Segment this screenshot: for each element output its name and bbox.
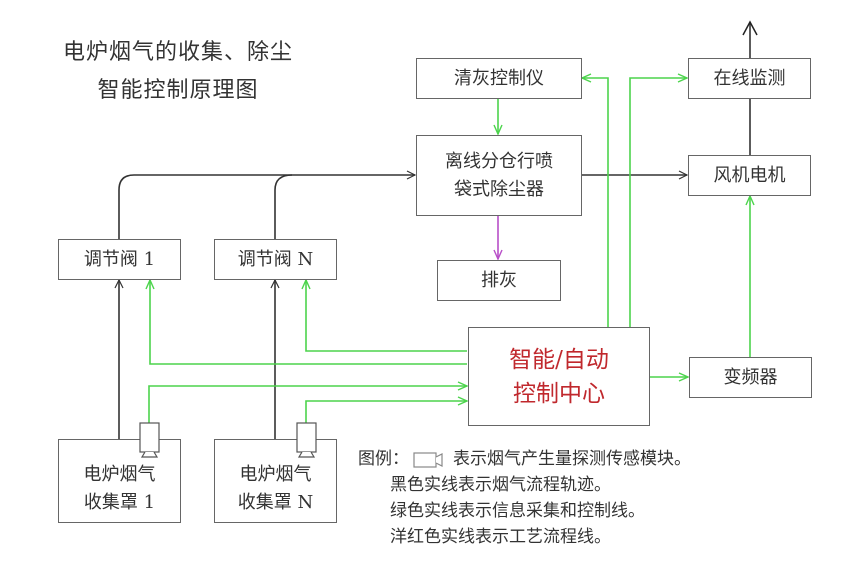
legend-label: 图例： bbox=[358, 449, 409, 469]
legend-row-sensor: 图例： 表示烟气产生量探测传感模块。 bbox=[358, 446, 691, 472]
hood-n-label-line-2: 收集罩 N bbox=[237, 492, 314, 513]
bag-filter-box: 离线分仓行喷 袋式除尘器 bbox=[416, 135, 582, 216]
fan-motor-box: 风机电机 bbox=[688, 155, 811, 196]
hood-1-box: 电炉烟气 收集罩 1 bbox=[58, 439, 181, 523]
valve-1-label: 调节阀 1 bbox=[83, 248, 156, 270]
valve-n-label: 调节阀 N bbox=[237, 248, 314, 270]
valve-n-box: 调节阀 N bbox=[214, 239, 337, 280]
line-center-to-cleaner bbox=[580, 73, 609, 327]
line-sensorn-to-center bbox=[305, 396, 469, 423]
hood-1-label-line-2: 收集罩 1 bbox=[83, 492, 156, 513]
bag-filter-label-line-1: 离线分仓行喷 bbox=[445, 150, 553, 172]
control-lines bbox=[145, 73, 755, 423]
line-center-to-monitor bbox=[629, 73, 689, 327]
sensor-icon bbox=[296, 422, 317, 458]
line-valve1-to-filter bbox=[118, 175, 415, 239]
line-center-to-valven bbox=[301, 278, 467, 352]
ash-discharge-box: 排灰 bbox=[437, 260, 561, 301]
hood-n-label-line-1: 电炉烟气 bbox=[239, 464, 312, 485]
sensor-legend-icon bbox=[413, 451, 443, 468]
fan-motor-label: 风机电机 bbox=[713, 164, 786, 186]
title-line-1: 电炉烟气的收集、除尘 bbox=[62, 40, 293, 65]
ash-cleaning-controller-box: 清灰控制仪 bbox=[416, 58, 582, 99]
ash-discharge-label: 排灰 bbox=[481, 269, 517, 291]
hood-n-box: 电炉烟气 收集罩 N bbox=[214, 439, 337, 523]
legend-row-green: 绿色实线表示信息采集和控制线。 bbox=[390, 501, 645, 521]
hood-1-label-line-1: 电炉烟气 bbox=[83, 464, 156, 485]
sensor-icon bbox=[139, 422, 160, 458]
control-center-box: 智能/自动 控制中心 bbox=[468, 327, 650, 426]
valve-1-box: 调节阀 1 bbox=[58, 239, 181, 280]
frequency-converter-label: 变频器 bbox=[723, 366, 778, 388]
line-valven-to-filter bbox=[274, 174, 293, 239]
online-monitoring-box: 在线监测 bbox=[688, 58, 811, 99]
ash-cleaning-controller-label: 清灰控制仪 bbox=[454, 67, 544, 89]
title-line-2: 智能控制原理图 bbox=[97, 78, 259, 103]
line-center-to-valve1 bbox=[145, 278, 467, 365]
diagram-title: 电炉烟气的收集、除尘 智能控制原理图 bbox=[48, 38, 308, 106]
line-sensor1-to-center bbox=[148, 381, 469, 423]
control-center-label-line-2: 控制中心 bbox=[513, 380, 605, 407]
legend: 图例： 表示烟气产生量探测传感模块。 黑色实线表示烟气流程轨迹。 绿色实线表示信… bbox=[358, 446, 691, 550]
frequency-converter-box: 变频器 bbox=[689, 357, 812, 398]
control-center-label-line-1: 智能/自动 bbox=[509, 346, 609, 373]
bag-filter-label-line-2: 袋式除尘器 bbox=[454, 178, 544, 200]
legend-row-black: 黑色实线表示烟气流程轨迹。 bbox=[390, 475, 611, 495]
legend-sensor-desc: 表示烟气产生量探测传感模块。 bbox=[453, 449, 691, 469]
legend-row-magenta: 洋红色实线表示工艺流程线。 bbox=[390, 527, 611, 547]
online-monitoring-label: 在线监测 bbox=[713, 67, 786, 89]
flue-gas-lines bbox=[118, 20, 758, 439]
